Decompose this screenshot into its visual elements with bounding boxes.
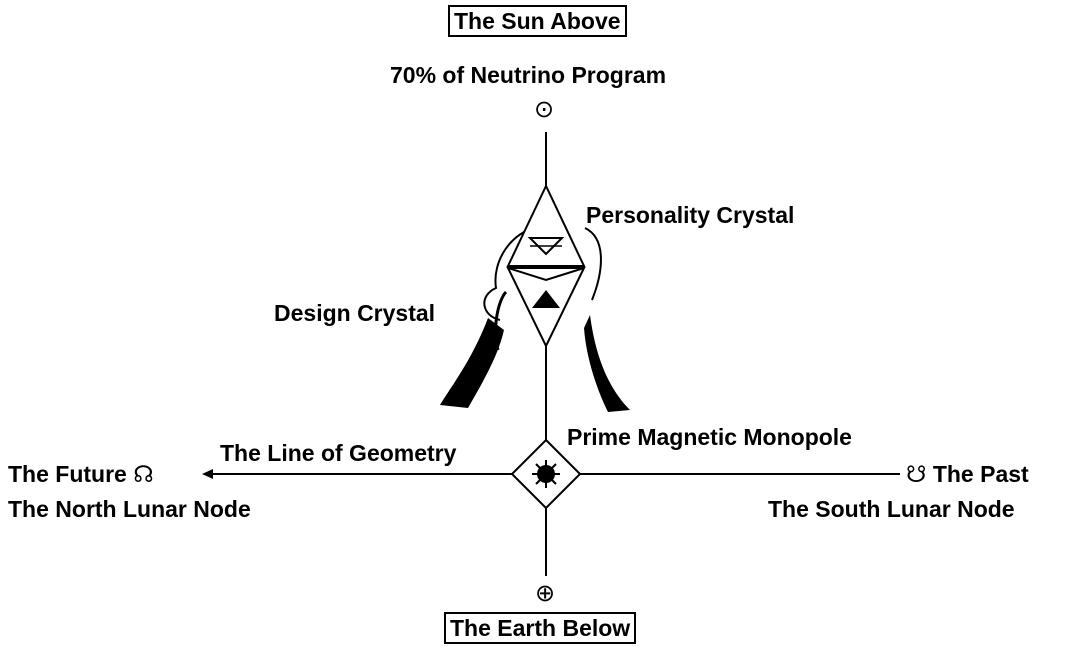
- monopole-label: Prime Magnetic Monopole: [567, 424, 852, 450]
- past-label: ☋ The Past: [906, 461, 1029, 487]
- earth-below-label: The Earth Below: [444, 612, 636, 644]
- earth-symbol-icon: ⊕: [535, 581, 555, 607]
- south-node-icon: ☋: [906, 461, 926, 487]
- neutrino-label: 70% of Neutrino Program: [390, 62, 666, 88]
- line-of-geometry-label: The Line of Geometry: [220, 440, 456, 466]
- design-crystal-label: Design Crystal: [274, 300, 435, 326]
- future-label: The Future ☊: [8, 461, 154, 487]
- personality-crystal-label: Personality Crystal: [586, 202, 794, 228]
- personality-crystal-icon: [508, 186, 584, 274]
- monopole-diamond-icon: [512, 440, 580, 508]
- future-text: The Future: [8, 461, 127, 487]
- arrowhead-icon: [202, 469, 213, 479]
- past-text: The Past: [933, 461, 1029, 487]
- north-node-icon: ☊: [133, 461, 153, 487]
- sun-symbol-icon: ⊙: [534, 97, 554, 123]
- design-crystal-icon: [508, 268, 584, 346]
- sun-above-label: The Sun Above: [448, 5, 627, 37]
- south-node-label: The South Lunar Node: [768, 496, 1015, 522]
- north-node-label: The North Lunar Node: [8, 496, 251, 522]
